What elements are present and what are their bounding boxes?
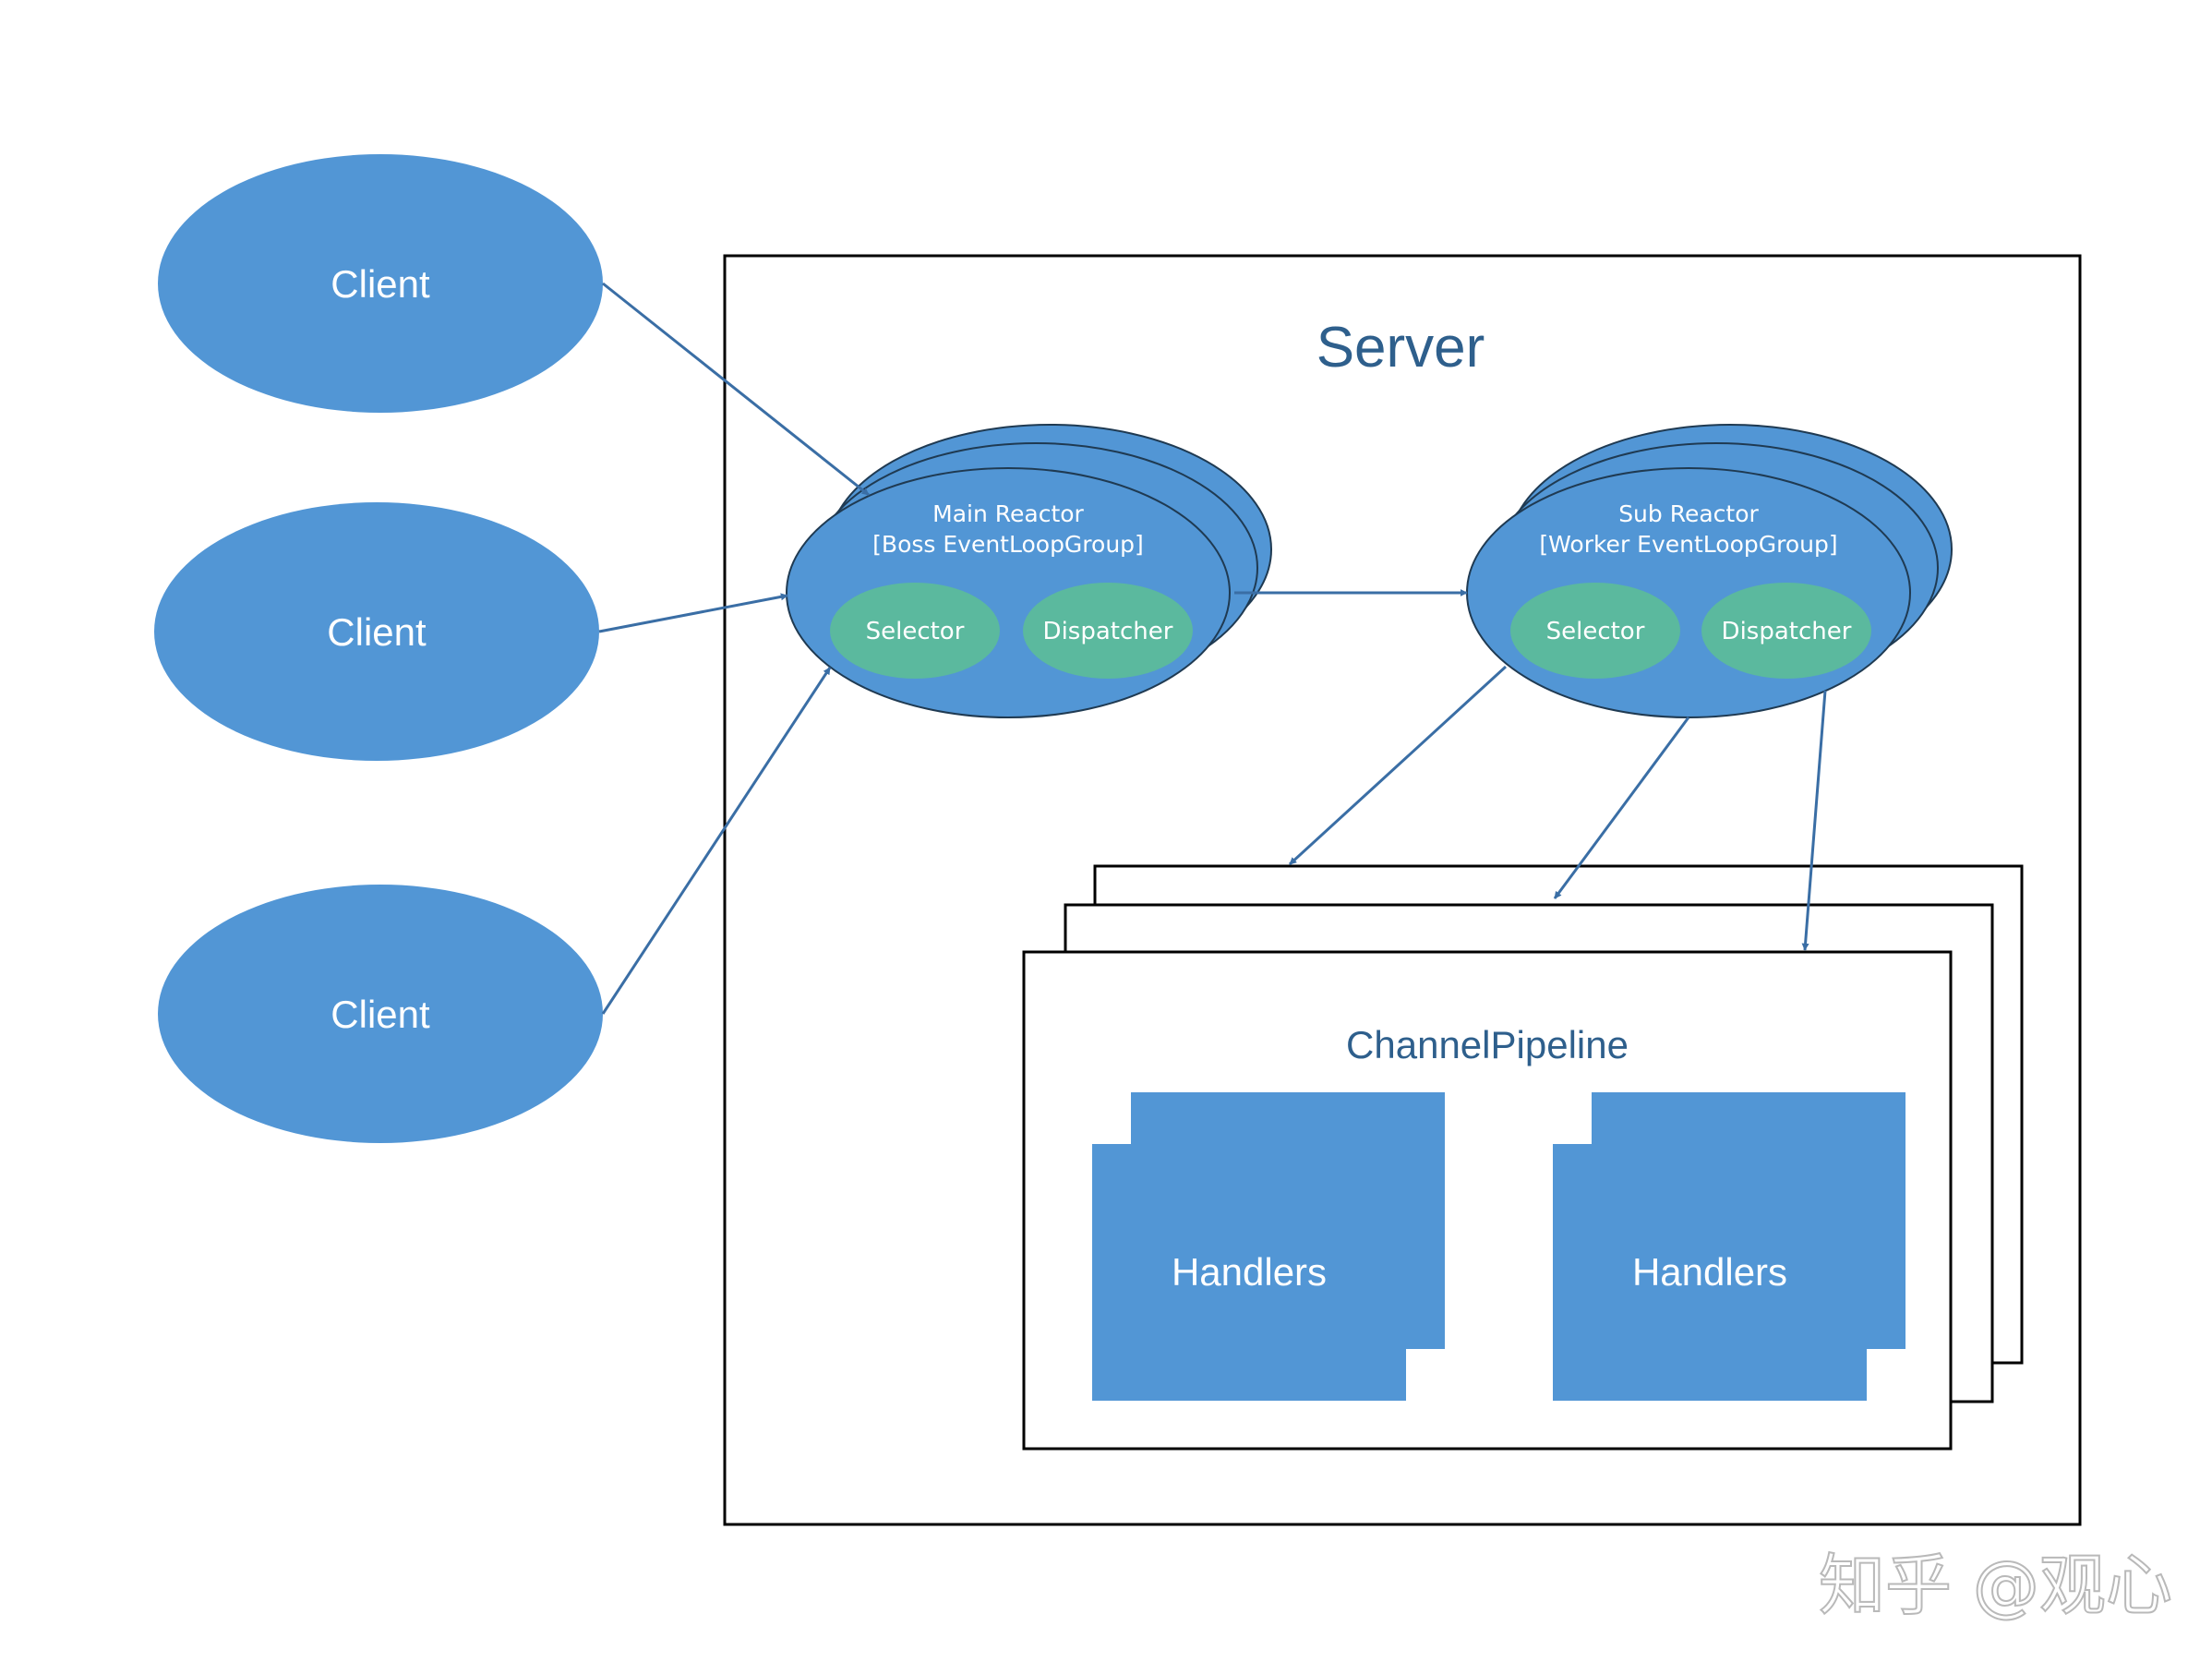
handlers-label: Handlers [1632, 1250, 1787, 1294]
arrow-sub-pipeline-2 [1553, 717, 1690, 899]
channel-pipeline: ChannelPipeline Handlers Handlers [1022, 864, 2024, 1451]
arrow-client1-main [602, 282, 870, 497]
sub-reactor: Sub Reactor [Worker EventLoopGroup] Sele… [1466, 424, 1953, 718]
selector-pill [830, 583, 1000, 679]
handlers-stack: Handlers [1092, 1092, 1445, 1401]
arrow-sub-pipeline-1 [1288, 665, 1508, 866]
client-node: Client [158, 154, 603, 413]
selector-pill [1510, 583, 1680, 679]
main-reactor: Main Reactor [Boss EventLoopGroup] Selec… [786, 424, 1272, 718]
selector-label: Selector [1546, 618, 1645, 645]
watermark: 知乎 @观心 [1819, 1547, 2172, 1624]
client-node: Client [158, 885, 603, 1143]
client-label: Client [327, 610, 427, 654]
arrow-client3-main [601, 667, 832, 1015]
dispatcher-pill [1023, 583, 1193, 679]
server-title: Server [1316, 316, 1485, 379]
selector-label: Selector [866, 618, 965, 645]
arrow-sub-pipeline-3 [1801, 690, 1827, 951]
main-reactor-title: Main Reactor [932, 500, 1084, 527]
dispatcher-label: Dispatcher [1043, 618, 1173, 645]
main-reactor-subtitle: [Boss EventLoopGroup] [872, 531, 1144, 558]
dispatcher-pill [1701, 583, 1871, 679]
arrows [598, 282, 1827, 1015]
sub-reactor-title: Sub Reactor [1618, 500, 1759, 527]
client-node: Client [154, 502, 599, 761]
arrow-client2-main [598, 593, 788, 633]
sub-reactor-subtitle: [Worker EventLoopGroup] [1539, 531, 1837, 558]
client-label: Client [331, 993, 430, 1036]
handlers-stack: Handlers [1553, 1092, 1905, 1401]
handlers-label: Handlers [1172, 1250, 1327, 1294]
pipeline-title: ChannelPipeline [1346, 1023, 1629, 1066]
dispatcher-label: Dispatcher [1722, 618, 1852, 645]
client-label: Client [331, 262, 430, 306]
